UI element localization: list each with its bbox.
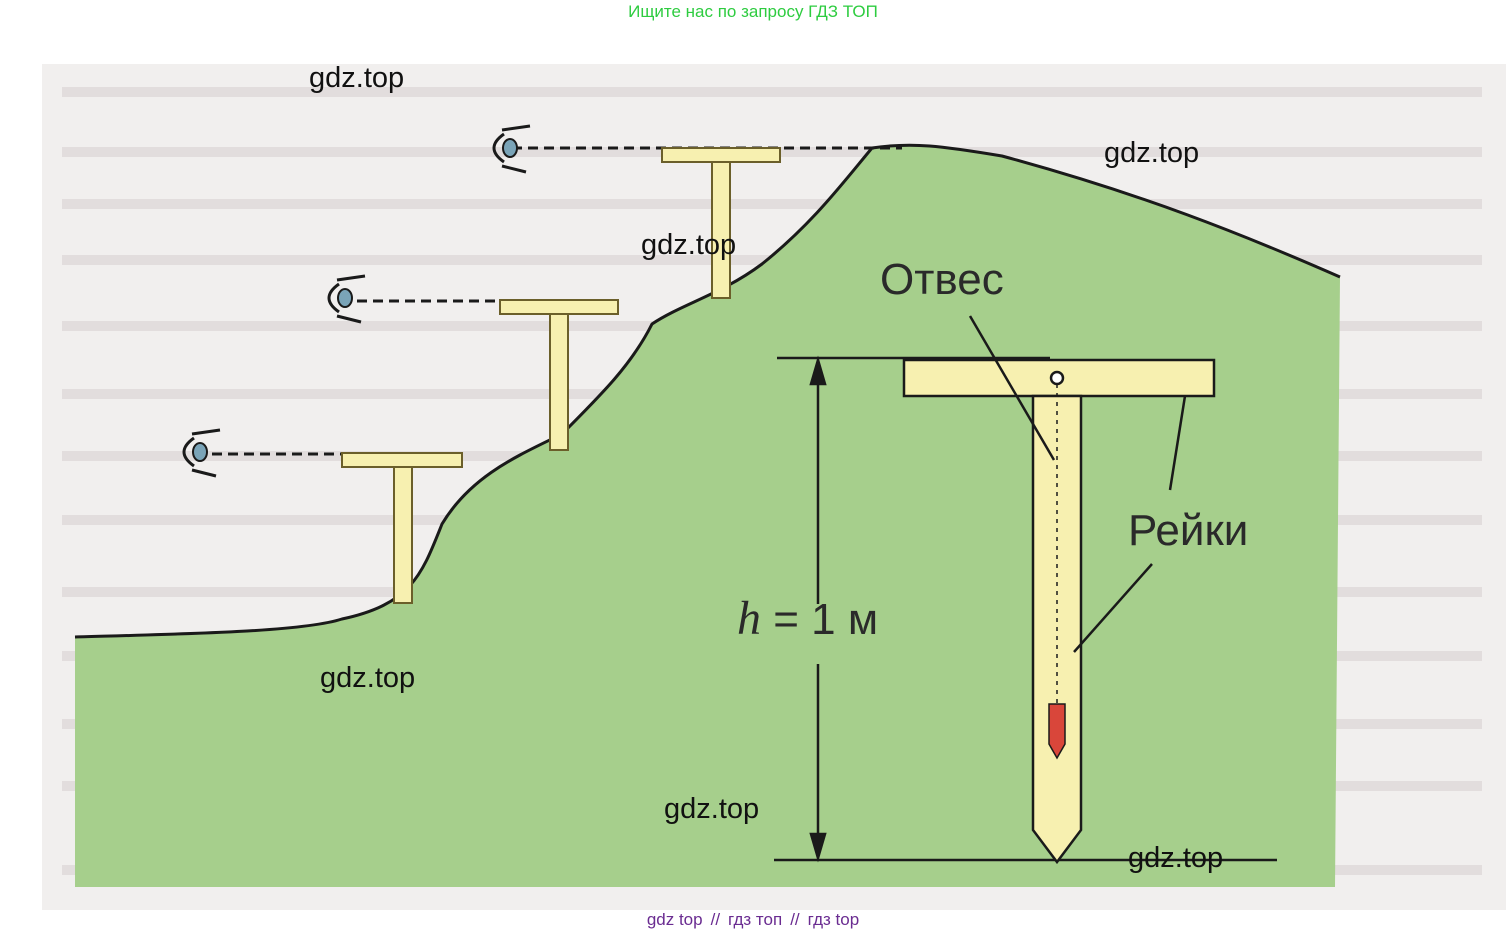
arrow-up-icon: [809, 355, 827, 386]
plumb-bob-icon: [1048, 703, 1066, 760]
watermark: gdz.top: [1104, 137, 1200, 169]
slope-rails: [341, 147, 781, 604]
rail-top-crossbar: [661, 147, 781, 163]
plumb-hook-icon: [1049, 370, 1065, 386]
rails-label: Рейки: [1128, 506, 1249, 555]
eye-icons: [182, 124, 531, 478]
pointer-lines: [968, 315, 1187, 653]
rails-pointer-line-upper: [1168, 395, 1187, 491]
measuring-rail: [902, 358, 1216, 865]
hill-shape: [75, 145, 1340, 888]
arrow-down-icon: [809, 832, 827, 863]
watermark: gdz.top: [320, 662, 416, 694]
rail-middle-post: [549, 313, 569, 451]
rail-bottom-crossbar: [341, 452, 463, 468]
leveling-diagram: Отвес Рейки h = 1 м gdz.top gdz.top gdz.…: [42, 62, 1506, 910]
top-banner: Ищите нас по запросу ГДЗ ТОП: [628, 2, 878, 21]
hill-outline: [74, 143, 1341, 639]
eye-icon: [327, 274, 366, 324]
footer-link[interactable]: gdz top: [646, 910, 703, 929]
footer-link[interactable]: гдз top: [807, 910, 860, 929]
rail-middle-crossbar: [499, 299, 619, 315]
footer-links: gdz top // гдз топ // гдз top: [0, 908, 1506, 932]
rails-pointer-line-lower: [1073, 563, 1153, 653]
watermark: gdz.top: [1128, 842, 1224, 874]
rail-top-post: [711, 161, 731, 299]
plumb-label: Отвес: [880, 255, 1004, 304]
watermark: gdz.top: [641, 229, 737, 261]
watermark: gdz.top: [309, 62, 405, 94]
height-measure: [774, 355, 1277, 863]
rail-crossbar: [902, 358, 1216, 398]
plumb-pointer-line: [968, 315, 1056, 461]
footer-separator: //: [710, 910, 721, 929]
height-variable: h: [737, 592, 761, 645]
footer-separator: //: [790, 910, 800, 929]
eye-icon: [492, 124, 531, 174]
rail-bottom-post: [393, 466, 413, 604]
eye-icon: [182, 428, 221, 478]
diagram-drawing: [42, 64, 1506, 910]
height-label: h = 1 м: [737, 591, 878, 646]
height-value: = 1 м: [761, 595, 879, 644]
watermark: gdz.top: [664, 793, 760, 825]
footer-link[interactable]: гдз топ: [728, 910, 783, 929]
